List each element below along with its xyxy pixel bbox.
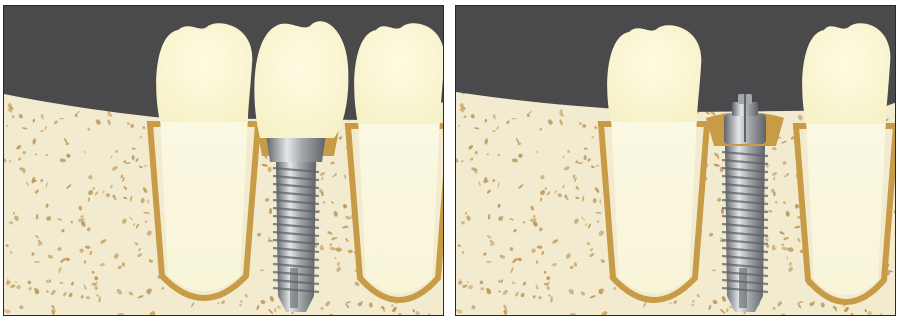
dental-implant-fixture	[722, 146, 768, 312]
dental-implant-fixture	[273, 162, 319, 312]
natural-tooth-right	[348, 23, 444, 300]
tooth-crown	[802, 23, 890, 124]
natural-tooth-left	[150, 23, 258, 298]
tooth-root	[611, 116, 697, 293]
tooth-root	[358, 118, 440, 293]
natural-tooth-right	[796, 23, 896, 302]
tooth-crown	[607, 25, 701, 122]
tooth-root	[160, 116, 248, 291]
implant-apical-groove	[290, 268, 298, 308]
right-panel-svg	[456, 6, 896, 316]
left-panel-svg	[4, 6, 444, 316]
implant-crown	[254, 21, 348, 138]
panel-implant-with-crown	[3, 5, 444, 316]
panel-implant-healing-cap	[455, 5, 896, 316]
implant-apical-groove	[739, 268, 747, 308]
tooth-crown	[156, 23, 252, 122]
tooth-crown	[354, 23, 444, 124]
tooth-root	[806, 118, 886, 295]
implant-abutment-cuff	[266, 134, 326, 162]
natural-tooth-left	[601, 25, 707, 300]
